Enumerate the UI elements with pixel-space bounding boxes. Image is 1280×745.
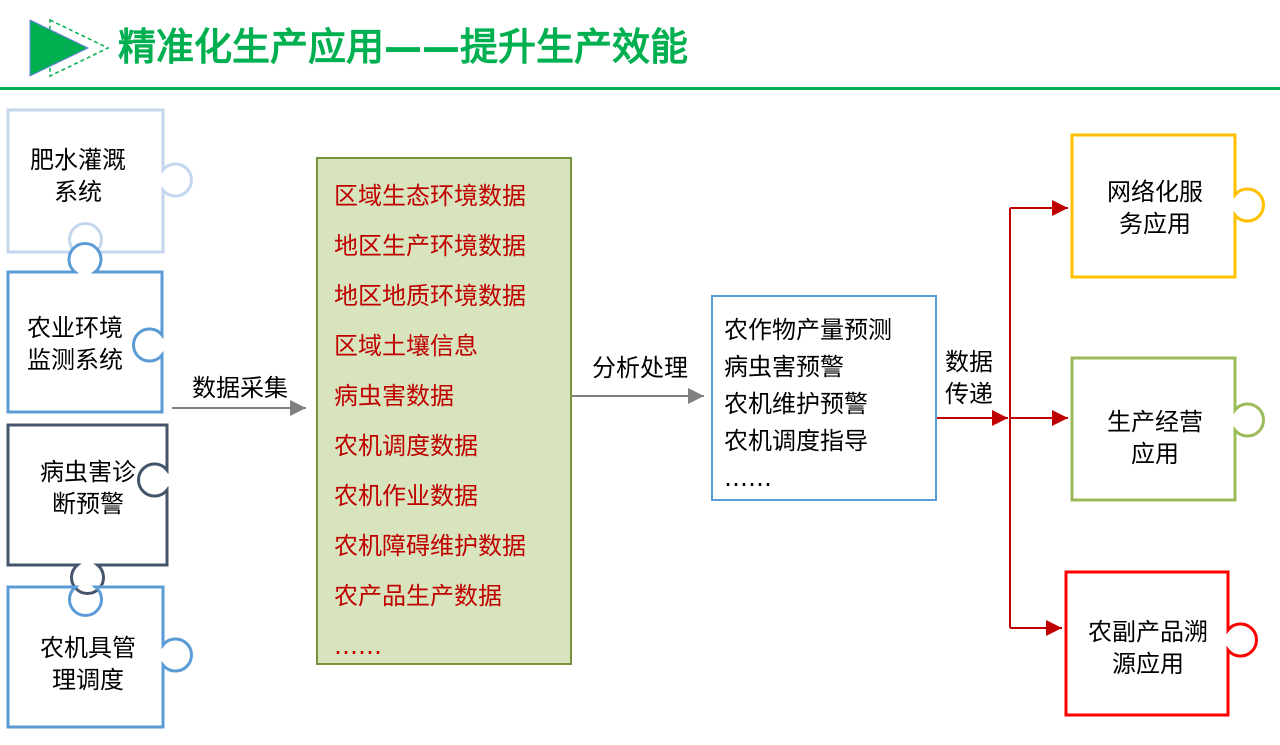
puzzle-piece-production: [1070, 356, 1265, 502]
data-item: 农产品生产数据: [334, 582, 502, 610]
module-production-management: 生产经营应用: [1107, 408, 1203, 468]
puzzle-piece-pest: [6, 423, 169, 595]
title-divider: [0, 87, 1280, 90]
analysis-item: ……: [724, 464, 772, 492]
analysis-box: 农作物产量预测 病虫害预警 农机维护预警 农机调度指导 ……: [711, 295, 937, 501]
analysis-item: 病虫害预警: [724, 353, 844, 381]
data-item: 农机作业数据: [334, 482, 478, 510]
data-list-box: 区域生态环境数据 地区生产环境数据 地区地质环境数据 区域土壤信息 病虫害数据 …: [316, 157, 572, 665]
puzzle-piece-traceability: [1064, 570, 1258, 717]
analysis-item: 农机维护预警: [724, 390, 868, 418]
collect-label: 数据采集: [192, 374, 288, 402]
data-item: 农机调度数据: [334, 432, 478, 460]
analysis-item: 农机调度指导: [724, 427, 868, 455]
puzzle-piece-environment: [6, 242, 164, 414]
puzzle-piece-machinery: [6, 585, 193, 729]
module-fertigation: 肥水灌溉系统: [30, 146, 126, 206]
puzzle-piece-network: [1070, 133, 1265, 279]
transfer-label: 数据传递: [945, 348, 993, 408]
page-title: 精准化生产应用——提升生产效能: [118, 25, 689, 69]
module-traceability: 农副产品溯源应用: [1088, 618, 1208, 678]
data-item: 地区地质环境数据: [334, 282, 526, 310]
data-item: ……: [334, 632, 382, 660]
data-item: 区域土壤信息: [334, 332, 478, 360]
transfer-arrows: [935, 200, 1068, 636]
module-environment-monitoring: 农业环境监测系统: [27, 314, 123, 374]
data-item: 病虫害数据: [334, 382, 454, 410]
header-icon: [29, 18, 110, 78]
module-network-service: 网络化服务应用: [1107, 178, 1203, 238]
data-item: 区域生态环境数据: [334, 182, 526, 210]
analysis-item: 农作物产量预测: [724, 316, 892, 344]
puzzle-piece-fertigation: [6, 108, 193, 254]
module-machinery-management: 农机具管理调度: [40, 634, 136, 694]
analyze-label: 分析处理: [592, 354, 688, 382]
module-pest-warning: 病虫害诊断预警: [40, 458, 136, 518]
data-item: 农机障碍维护数据: [334, 532, 526, 560]
data-item: 地区生产环境数据: [334, 232, 526, 260]
